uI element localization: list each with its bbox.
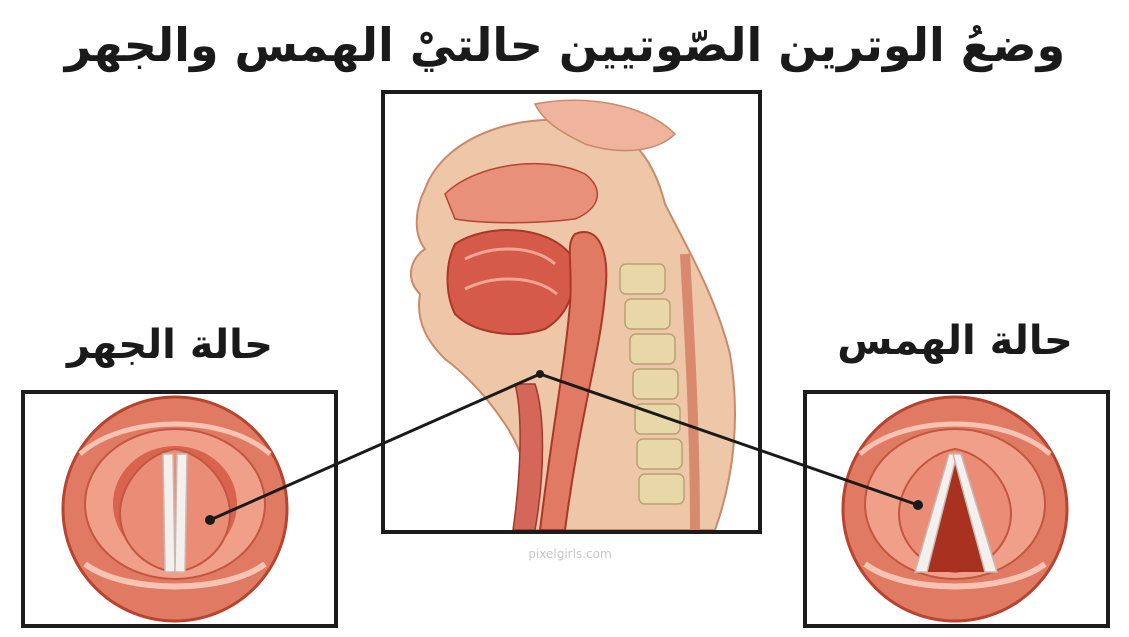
- whisper-state-label: حالة الهمس: [790, 318, 1120, 364]
- open-vocal-cords-illustration: [807, 394, 1106, 624]
- watermark: pixelgirls.com: [470, 547, 670, 561]
- head-neck-cross-section-panel: [381, 90, 762, 534]
- whisper-vocal-cords-panel: [803, 390, 1110, 628]
- closed-vocal-cords-illustration: [25, 394, 334, 624]
- diagram-title: وضعُ الوترين الصّوتيين حالتيْ الهمس والج…: [40, 18, 1090, 72]
- head-neck-illustration: [385, 94, 758, 530]
- voiced-state-label: حالة الجهر: [20, 322, 320, 368]
- voiced-vocal-cords-panel: [21, 390, 338, 628]
